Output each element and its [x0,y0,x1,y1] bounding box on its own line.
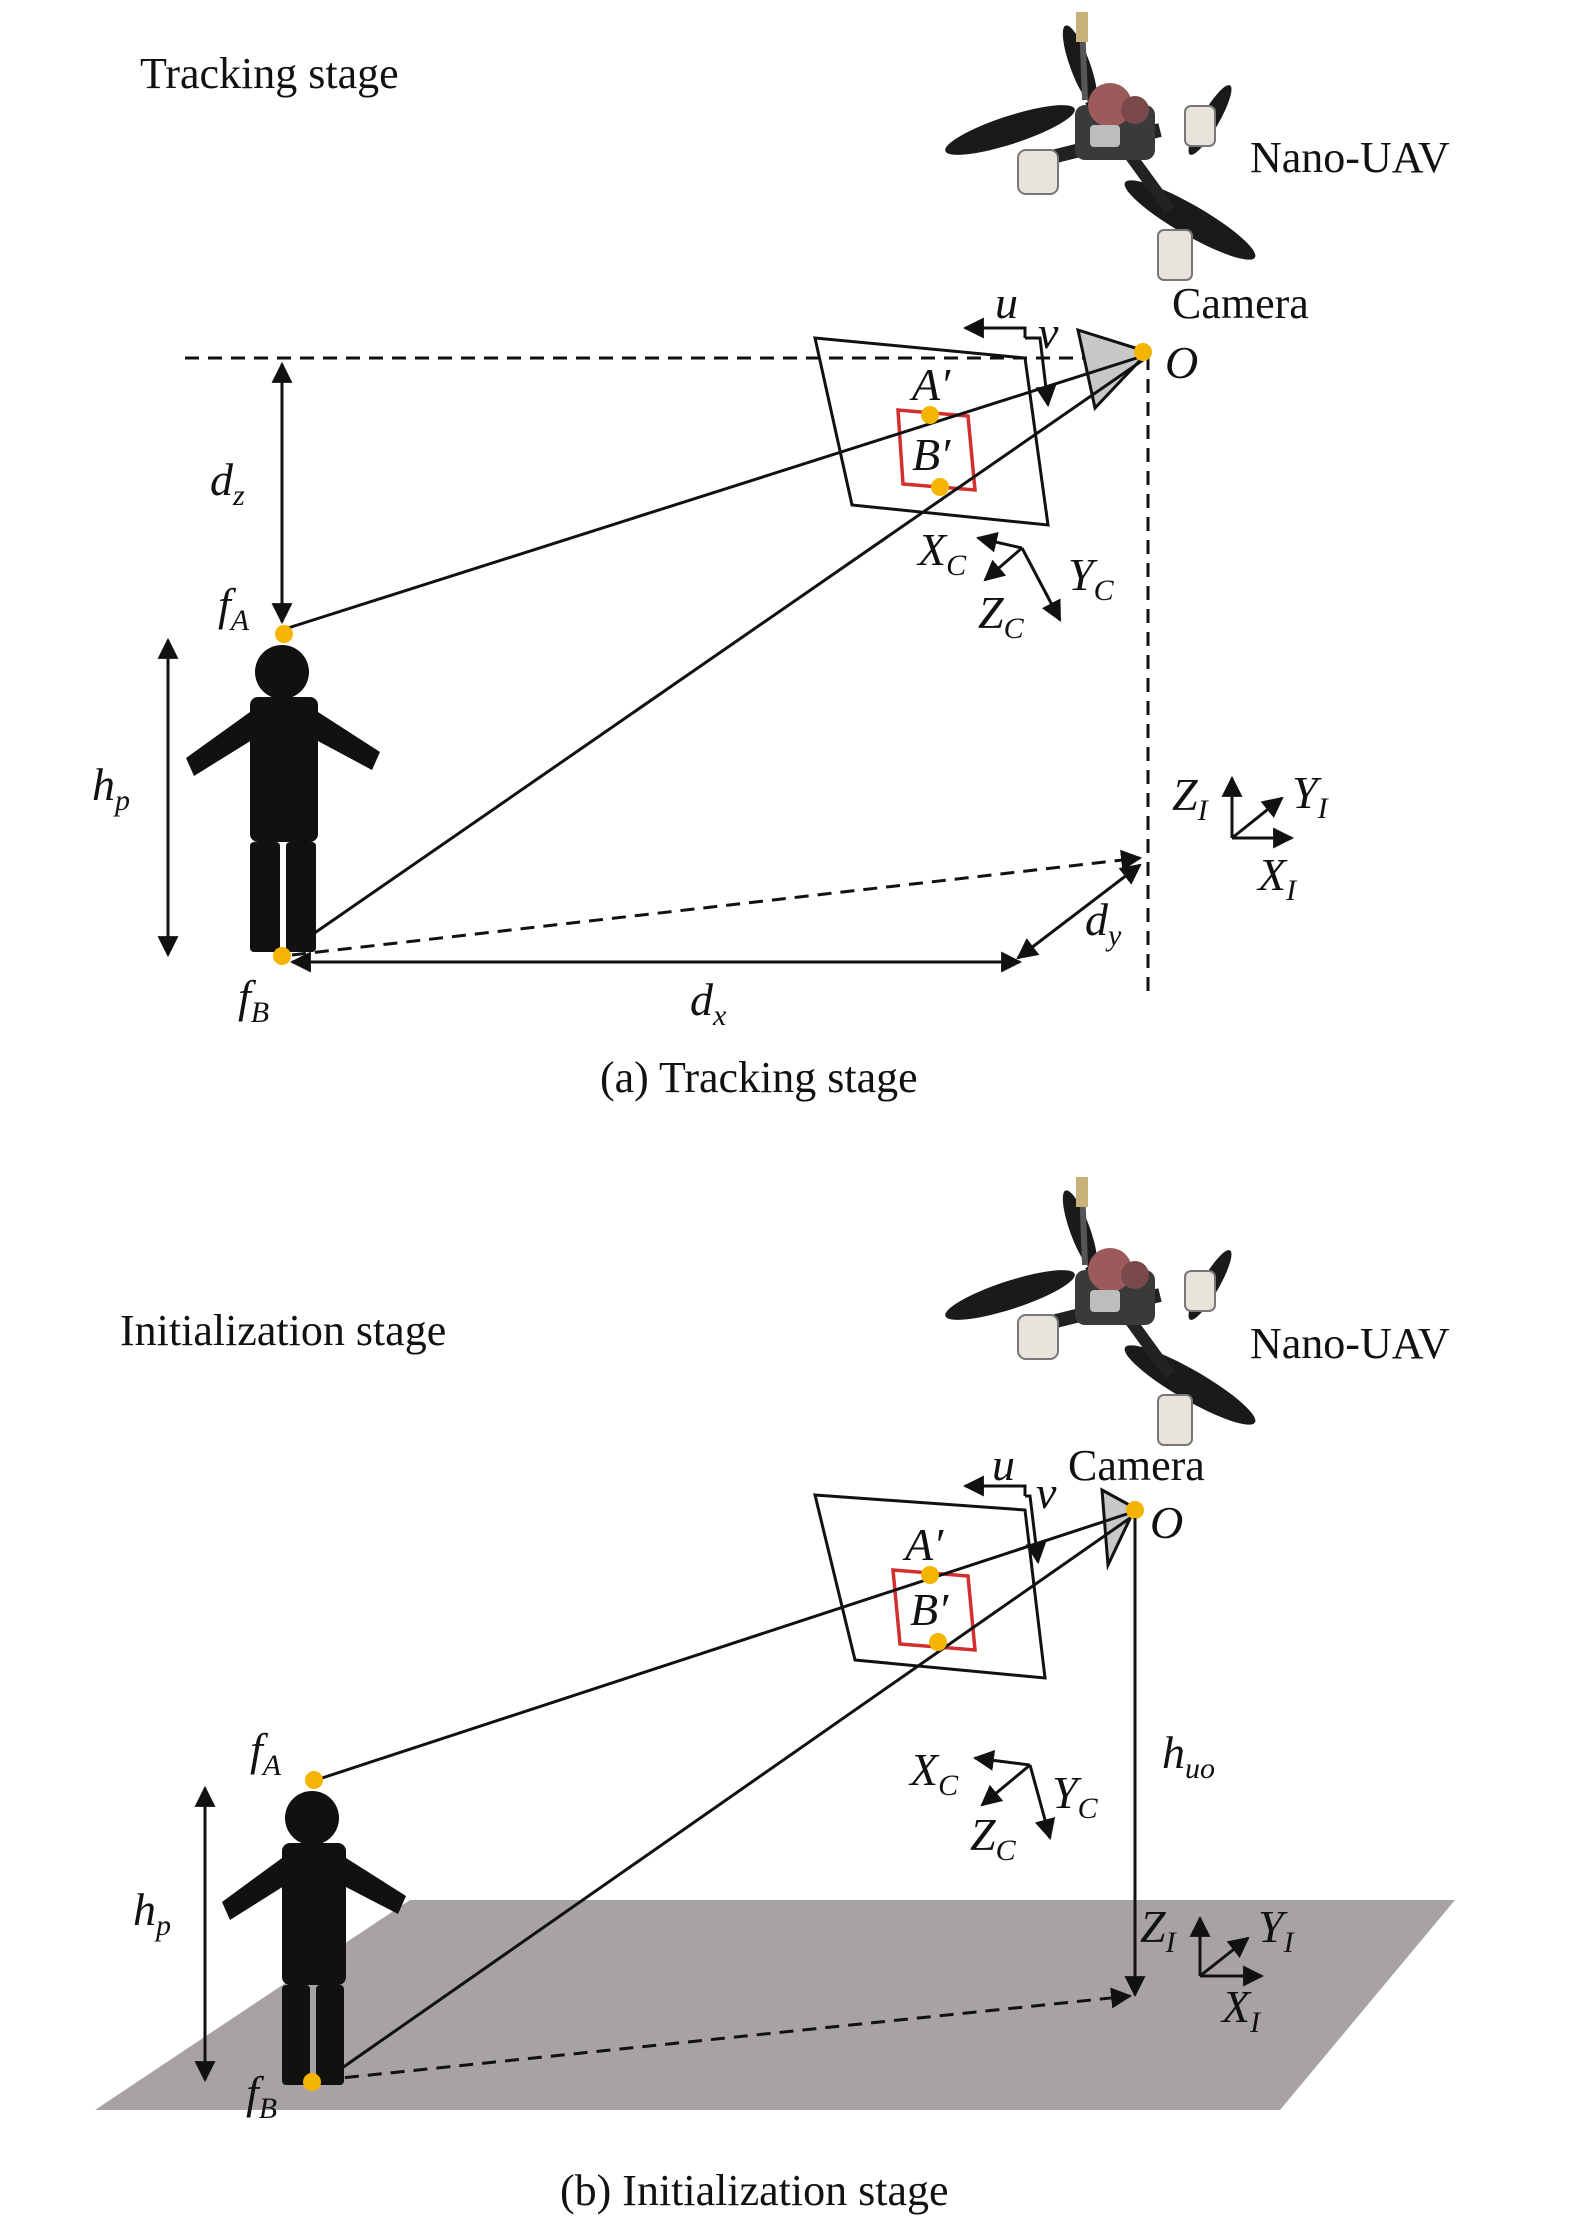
svg-text:ZC: ZC [978,587,1025,645]
feet-keypoint-b [303,2073,321,2091]
b-prime-label-a: B′ [912,429,951,480]
feet-keypoint-a [273,947,291,965]
dy-label: dy [1085,894,1122,952]
origin-label-b: O [1150,1497,1183,1548]
svg-text:XC: XC [908,1744,959,1802]
panel-a: Tracking stage Nano-UAV Camera u v O A′ … [92,12,1450,1102]
fB-label-b: fB [246,2067,277,2125]
uav-label-a: Nano-UAV [1250,133,1450,182]
svg-text:YC: YC [1052,1767,1099,1825]
fA-label-b: fA [250,1724,282,1782]
v-label-b: v [1036,1467,1057,1518]
fB-label-a: fB [238,971,269,1029]
person-figure-a [186,645,380,952]
a-prime-label-b: A′ [902,1519,944,1570]
camera-origin-point-b [1126,1501,1144,1519]
keypoint-a-prime-b [921,1566,939,1584]
camera-label-b: Camera [1068,1441,1205,1490]
v-axis-arrow-a [1025,336,1057,408]
caption-b: (b) Initialization stage [560,2166,949,2215]
a-prime-label-a: A′ [909,359,951,410]
hp-label-a: hp [92,759,130,817]
svg-text:ZC: ZC [970,1809,1017,1867]
svg-text:XC: XC [916,524,967,582]
panel-b: Initialization stage Nano-UAV Camera u v… [95,1177,1455,2215]
inertial-axes-b: ZI YI XI [1140,1901,1296,2039]
svg-text:XI: XI [1220,1981,1262,2039]
u-label-a: u [995,277,1018,328]
b-prime-label-b: B′ [910,1584,949,1635]
svg-text:ZI: ZI [1140,1901,1178,1959]
origin-label-a: O [1165,337,1198,388]
ground-dashed-ray-a [291,849,1143,957]
dx-label: dx [690,974,727,1032]
inertial-axes-a: ZI YI XI [1172,767,1330,907]
svg-text:ZI: ZI [1172,769,1210,827]
fA-label-a: fA [218,579,250,637]
head-keypoint-a [275,625,293,643]
keypoint-b-prime-b [929,1633,947,1651]
camera-axes-b: XC YC ZC [908,1744,1099,1867]
v-label-a: v [1038,307,1059,358]
camera-label-a: Camera [1172,279,1309,328]
dy-arrow [1016,863,1142,960]
keypoint-a-prime-a [921,406,939,424]
image-plane-b [813,1493,1047,1680]
nano-uav-image-a [941,12,1262,280]
u-axis-arrow-a [962,317,1027,339]
uav-label-b: Nano-UAV [1250,1319,1450,1368]
svg-text:XI: XI [1256,849,1298,907]
bounding-box-a [896,408,977,492]
nano-uav-image-b [941,1177,1262,1445]
ground-plane [95,1900,1455,2110]
u-axis-arrow-b [962,1475,1027,1497]
ray-head-b [315,1510,1134,1782]
svg-text:YI: YI [1292,767,1330,825]
ground-dashed-ray-b [321,1987,1133,2082]
head-keypoint-b [305,1771,323,1789]
image-plane-a [813,336,1050,527]
dz-label: dz [210,454,245,512]
ray-feet-b [321,1514,1134,2084]
caption-a: (a) Tracking stage [600,1053,918,1102]
camera-axes-a: XC YC ZC [916,524,1115,645]
person-figure-b [222,1791,406,2085]
u-label-b: u [992,1439,1015,1490]
huo-label: huo [1162,1727,1215,1785]
keypoint-b-prime-a [931,478,949,496]
stage-title-b: Initialization stage [120,1306,446,1355]
hp-label-b: hp [133,1884,171,1942]
svg-text:YC: YC [1068,549,1115,607]
ray-feet-a [289,358,1144,952]
stage-title-a: Tracking stage [140,49,399,98]
camera-frustum-a [1075,327,1151,412]
ray-head-a [287,354,1144,630]
v-axis-arrow-b [1025,1494,1047,1565]
svg-text:YI: YI [1258,1901,1296,1959]
camera-origin-point-a [1134,343,1152,361]
